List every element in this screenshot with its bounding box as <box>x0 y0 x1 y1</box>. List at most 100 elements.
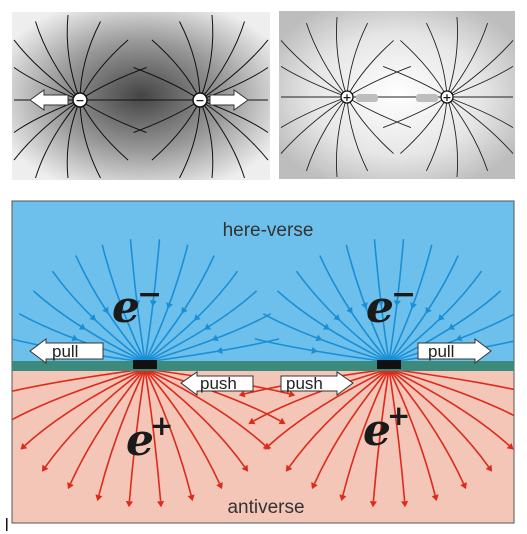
black-field-line <box>199 99 245 179</box>
red-field-line <box>342 368 390 496</box>
black-field-line <box>305 22 348 98</box>
svg-text:e: e <box>126 415 154 466</box>
blue-field-line <box>75 255 146 363</box>
blue-field-line <box>144 255 215 363</box>
svg-text:e: e <box>363 405 391 456</box>
black-field-line <box>446 96 514 128</box>
black-field-line <box>346 22 369 98</box>
blue-field-line-arrowhead <box>193 314 201 321</box>
svg-text:e: e <box>366 282 394 333</box>
red-field-line-arrowhead <box>4 418 11 424</box>
blue-field-line <box>319 255 390 363</box>
black-field-line <box>199 67 269 101</box>
blue-field-line-arrowhead <box>311 346 318 354</box>
black-field-line <box>35 21 81 101</box>
black-field-line <box>446 16 459 98</box>
push-label: push <box>286 374 323 393</box>
positive-charge-right: + <box>440 90 454 104</box>
blue-field-line-arrowhead <box>133 300 141 307</box>
particle-right <box>377 360 401 369</box>
black-field-line <box>13 99 81 133</box>
top-left-panel: − − <box>12 12 270 180</box>
red-field-line-arrowhead <box>369 500 377 508</box>
pull-arrow-left: pull <box>29 338 104 364</box>
red-field-line <box>253 368 390 422</box>
red-field-line-arrowhead <box>431 494 439 502</box>
red-field-line <box>128 368 146 502</box>
black-field-line <box>199 39 269 101</box>
black-field-line <box>179 21 201 101</box>
red-field-line <box>388 368 510 447</box>
electron-label-right: e − <box>366 277 416 333</box>
blue-field-line-arrowhead <box>377 300 385 307</box>
blue-field-line-arrowhead <box>448 323 456 330</box>
black-field-line <box>280 40 348 98</box>
black-field-line <box>79 99 101 179</box>
red-field-line-arrowhead <box>67 482 74 490</box>
svg-text:−: − <box>391 277 416 312</box>
black-field-line <box>199 21 245 101</box>
red-field-line-arrowhead <box>506 442 514 450</box>
push-arrow-left: push <box>180 371 254 396</box>
red-field-line-arrowhead <box>125 500 133 508</box>
red-field-line <box>288 368 390 468</box>
red-field-line <box>24 368 146 447</box>
blue-field-line-arrowhead <box>71 334 79 342</box>
charge-sign: + <box>442 91 451 104</box>
positive-charge-left: + <box>340 90 354 104</box>
black-field-line <box>446 96 489 172</box>
charge-sign: + <box>342 91 351 104</box>
blue-field-line-arrowhead <box>322 323 330 330</box>
blue-field-line-arrowhead <box>181 306 188 314</box>
black-field-line <box>280 66 348 98</box>
red-field-line <box>144 368 162 502</box>
red-field-line-arrowhead <box>187 494 195 502</box>
red-field-line-arrowhead <box>41 464 49 472</box>
blue-field-line-arrowhead <box>410 302 417 310</box>
black-field-line <box>446 96 459 178</box>
blue-field-line-arrowhead <box>204 323 212 330</box>
blue-field-line-arrowhead <box>437 314 445 321</box>
black-field-line <box>446 22 489 98</box>
blue-field-line-arrowhead <box>216 346 223 354</box>
negative-charge-left: − <box>72 92 88 108</box>
black-field-line <box>446 96 514 154</box>
blue-field-line-arrowhead <box>315 334 323 342</box>
black-field-line <box>179 99 201 179</box>
red-field-line <box>144 368 246 468</box>
black-field-line <box>199 99 269 161</box>
blue-field-line <box>254 338 390 363</box>
inward-arrow-right <box>416 94 438 102</box>
red-field-line-arrowhead <box>157 500 165 508</box>
red-field-line-arrowhead <box>216 482 223 490</box>
black-field-line <box>346 96 369 172</box>
bottom-panel: pull pull push push here-verse antiverse… <box>4 200 515 524</box>
black-field-line <box>305 96 348 172</box>
black-field-line <box>280 96 348 154</box>
field-lines <box>13 14 269 179</box>
red-field-line-arrowhead <box>288 390 296 398</box>
red-field-line-arrowhead <box>95 494 103 502</box>
red-field-line <box>388 368 514 391</box>
blue-field-line-arrowhead <box>333 314 341 321</box>
charge-sign: − <box>195 94 204 107</box>
black-field-line <box>13 67 81 101</box>
red-field-line-arrowhead <box>278 417 286 425</box>
right-outward-arrow <box>209 89 249 111</box>
pull-label: pull <box>52 342 78 361</box>
red-field-line-arrowhead <box>248 417 256 425</box>
negative-charge-right: − <box>192 92 208 108</box>
blue-field-line-arrowhead <box>78 323 86 330</box>
blue-field-line-arrowhead <box>149 300 157 307</box>
blue-field-line <box>18 313 146 363</box>
red-field-line-arrowhead <box>485 464 493 472</box>
red-field-line <box>388 368 514 417</box>
antiverse-label: antiverse <box>227 497 304 518</box>
red-field-line <box>388 368 406 502</box>
red-field-line <box>388 368 490 468</box>
blue-field-line <box>144 313 272 363</box>
red-field-line <box>372 368 390 502</box>
inward-arrow-left <box>356 94 378 102</box>
red-field-line <box>388 368 436 496</box>
